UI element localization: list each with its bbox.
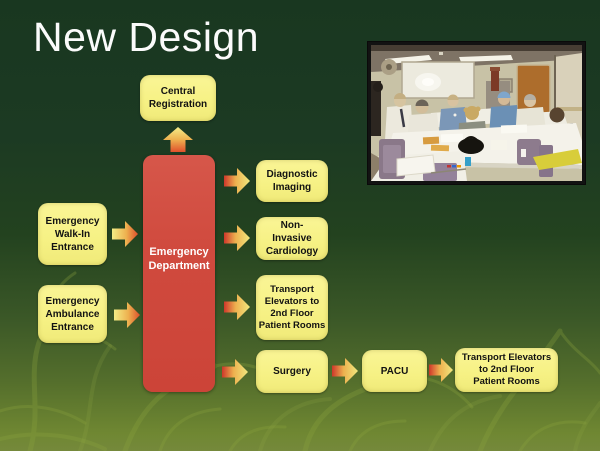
arrow-ed-to-transport	[224, 294, 250, 320]
node-emergency-ambulance-entrance: Emergency Ambulance Entrance	[38, 285, 107, 343]
arrow-ed-to-diagnostic	[224, 168, 250, 194]
node-line: Department	[148, 260, 210, 272]
node-line: Registration	[148, 99, 208, 110]
arrow-pacu-to-transport	[429, 358, 453, 382]
node-line: Transport Elevators	[461, 352, 552, 363]
node-line: Emergency	[45, 215, 100, 227]
node-transport-elevators-2nd-floor: Transport Elevators to 2nd Floor Patient…	[256, 275, 328, 340]
node-central-registration: Central Registration	[140, 75, 216, 121]
node-line: Invasive	[272, 233, 312, 244]
node-line: PACU	[380, 365, 409, 377]
node-line: Entrance	[51, 321, 94, 333]
node-emergency-department: Emergency Department	[143, 155, 215, 392]
node-line: Patient Rooms	[258, 319, 326, 331]
arrow-ed-to-cardiology	[224, 225, 250, 251]
node-line: Cardiology	[265, 246, 319, 257]
arrow-ambulance-to-ed	[114, 302, 140, 328]
node-line: Emergency	[45, 295, 100, 307]
node-non-invasive-cardiology: Non- Invasive Cardiology	[256, 217, 328, 260]
node-line: Entrance	[51, 241, 94, 253]
arrow-surgery-to-pacu	[332, 358, 358, 384]
node-pacu: PACU	[362, 350, 427, 392]
meeting-photo	[368, 42, 585, 184]
node-surgery: Surgery	[256, 350, 328, 393]
node-emergency-walkin-entrance: Emergency Walk-In Entrance	[38, 203, 107, 265]
node-diagnostic-imaging: Diagnostic Imaging	[256, 160, 328, 202]
node-line: Elevators to	[264, 295, 320, 307]
arrow-walkin-to-ed	[112, 221, 138, 247]
node-line: Transport	[270, 283, 314, 295]
slide-title: New Design	[33, 14, 260, 60]
node-line: Surgery	[273, 366, 311, 377]
arrow-ed-to-surgery	[222, 359, 248, 385]
arrow-ed-to-central-registration	[163, 127, 193, 152]
node-line: Patient Rooms	[473, 376, 540, 387]
node-line: 2nd Floor	[270, 307, 314, 319]
node-line: Diagnostic	[266, 169, 318, 180]
node-line: to 2nd Floor	[479, 364, 534, 375]
node-line: Ambulance	[45, 308, 100, 320]
node-line: Non-	[280, 220, 304, 231]
node-transport-elevators-2nd-floor-right: Transport Elevators to 2nd Floor Patient…	[455, 348, 558, 392]
node-line: Emergency	[149, 246, 209, 258]
node-line: Walk-In	[54, 228, 91, 240]
meeting-photo-illustration	[371, 45, 582, 181]
node-line: Central	[160, 86, 196, 97]
node-line: Imaging	[272, 182, 312, 193]
